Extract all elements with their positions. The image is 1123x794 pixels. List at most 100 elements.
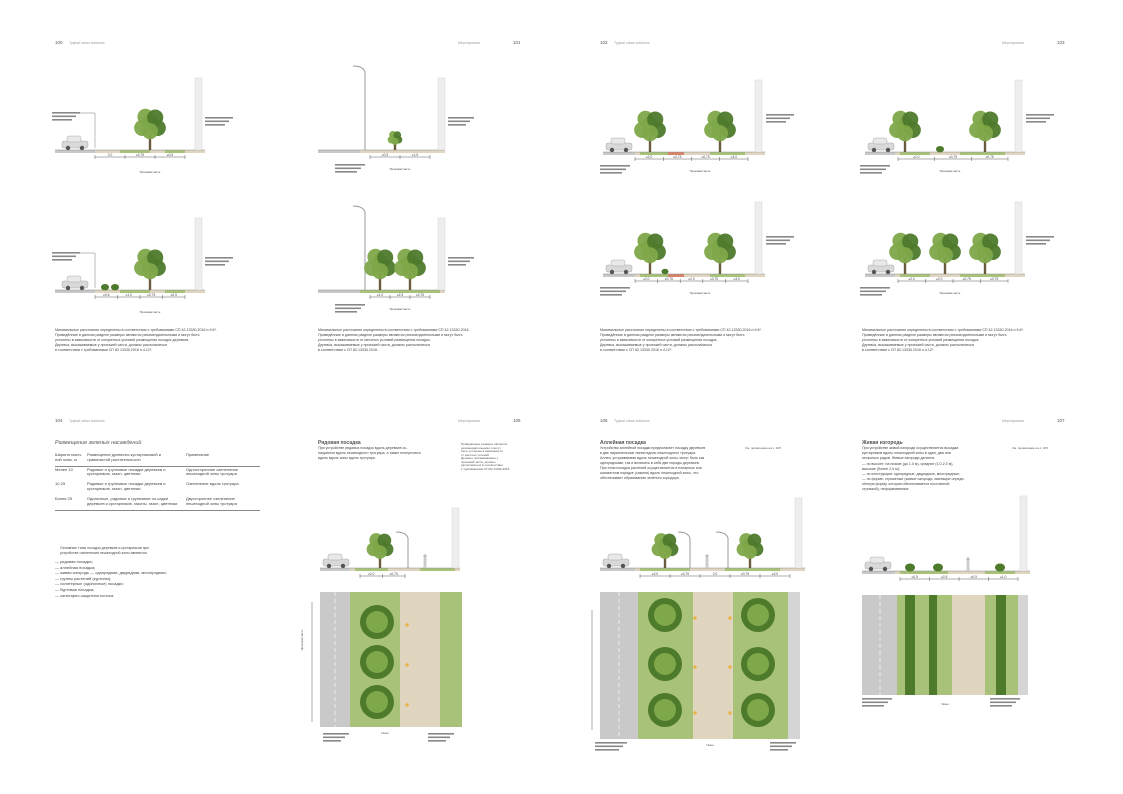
pedestrian-head <box>423 554 427 558</box>
dimension-label: ≥0,75 <box>702 155 710 159</box>
road-label: Проезжая часть <box>390 167 411 171</box>
annotation-text <box>766 236 794 238</box>
ground-segment <box>390 568 420 571</box>
page-104: 104 Typical urban solutions Размещение з… <box>55 418 275 758</box>
foliage <box>658 545 672 559</box>
tree <box>387 130 403 150</box>
ground-segment <box>150 290 165 293</box>
annotation-text <box>428 740 446 742</box>
building-wall <box>754 79 763 153</box>
ground-segment <box>55 290 95 293</box>
wheel <box>885 147 891 153</box>
paving-plan <box>693 592 733 739</box>
annotation-text <box>600 294 622 296</box>
annotation-text <box>428 733 454 735</box>
running-header: Мероприятия <box>1002 418 1024 423</box>
wheel <box>623 147 629 153</box>
wheel <box>79 145 85 151</box>
ground-segment <box>668 274 684 277</box>
annotation-text <box>1026 117 1050 120</box>
car-icon <box>61 135 89 151</box>
annotation-text <box>335 304 365 306</box>
road-label: Проезжая часть <box>390 307 411 311</box>
road-label: Проезжая часть <box>140 310 161 314</box>
ground-segment <box>55 150 95 153</box>
foliage <box>377 249 394 266</box>
dimension-label: ≥0,5 <box>382 153 388 157</box>
foliage <box>717 233 734 250</box>
section-title: Живая изгородь <box>862 440 903 446</box>
wheel <box>871 269 877 275</box>
lamp-plan <box>405 623 409 627</box>
pedestrian-head <box>966 557 970 561</box>
ground-segment <box>640 568 690 571</box>
lamp-plan <box>405 703 409 707</box>
car-cabin <box>66 135 82 143</box>
wheel <box>871 147 877 153</box>
ground-segment <box>684 152 710 155</box>
tree-crown-inner <box>654 653 676 675</box>
car-icon <box>605 259 633 275</box>
ground-segment <box>165 150 185 153</box>
foliage <box>936 247 954 264</box>
building-wall <box>754 201 763 275</box>
ground-segment <box>684 274 710 277</box>
ground-segment <box>710 152 745 155</box>
tree <box>704 110 736 152</box>
tree <box>134 108 166 150</box>
page-102: 102 Typical urban solutions Минимальные … <box>600 40 820 390</box>
ground-segment <box>318 150 360 153</box>
annotation-text <box>770 742 796 744</box>
trunk <box>718 135 722 152</box>
foliage <box>141 263 159 280</box>
pedestrian-body <box>423 557 427 568</box>
dimension-label: ≥2,0 <box>652 572 658 576</box>
list-item: — рядовая посадка; <box>55 559 93 564</box>
car-cabin <box>872 137 888 145</box>
shrub <box>936 146 944 153</box>
annotation-text <box>448 124 466 126</box>
dimension-label: ≥1,5 <box>412 153 418 157</box>
trunk <box>148 273 152 290</box>
ground-segment <box>360 150 440 153</box>
dimension-label: ≥3,0 <box>734 277 740 281</box>
foliage <box>377 533 392 548</box>
dimension-label: ≥0,75 <box>665 277 673 281</box>
paragraph: Минимальные расстояния определены в соот… <box>55 328 217 352</box>
lamp-arm <box>715 531 729 539</box>
dimension-label: ≥0,5 <box>971 575 977 579</box>
pedestrian-body <box>705 557 709 568</box>
building-wall <box>794 497 803 569</box>
car-cabin <box>610 259 626 267</box>
foliage <box>717 111 734 128</box>
dimension-label: ≥2,0 <box>936 277 942 281</box>
paving-plan <box>952 595 985 695</box>
annotation-text <box>52 112 80 114</box>
page-103: 103 Мероприятия Минимальные расстояния о… <box>862 40 1072 390</box>
annotation-text <box>860 165 890 167</box>
tree-crown-inner <box>366 651 388 673</box>
lamp-arm <box>352 65 366 73</box>
dimension-label: ≥1,0 <box>913 155 919 159</box>
ground-segment <box>725 568 780 571</box>
ground-segment <box>862 571 895 574</box>
shrub <box>101 284 109 291</box>
annotation-text <box>1026 121 1046 123</box>
wheel <box>326 563 332 569</box>
annotation-text <box>600 287 630 289</box>
foliage <box>401 263 419 280</box>
list-item: — по высоте: на низкие (до 1,0 м), средн… <box>862 462 954 466</box>
tree <box>736 533 764 568</box>
foliage <box>641 125 659 142</box>
page-101: 101 Мероприятия Минимальные расстояния о… <box>318 40 528 390</box>
annotation-text <box>766 117 790 120</box>
wheel <box>885 269 891 275</box>
lamp-plan <box>405 663 409 667</box>
annotation-text <box>600 290 626 293</box>
ground-segment <box>640 274 668 277</box>
annotation-text <box>990 705 1012 707</box>
dimension-label: ≥0,5 <box>941 575 947 579</box>
paragraph: Минимальные расстояния определены в соот… <box>862 328 1024 352</box>
running-header: Typical urban solutions <box>69 418 105 423</box>
dimension-label: ≥0,75 <box>986 155 994 159</box>
